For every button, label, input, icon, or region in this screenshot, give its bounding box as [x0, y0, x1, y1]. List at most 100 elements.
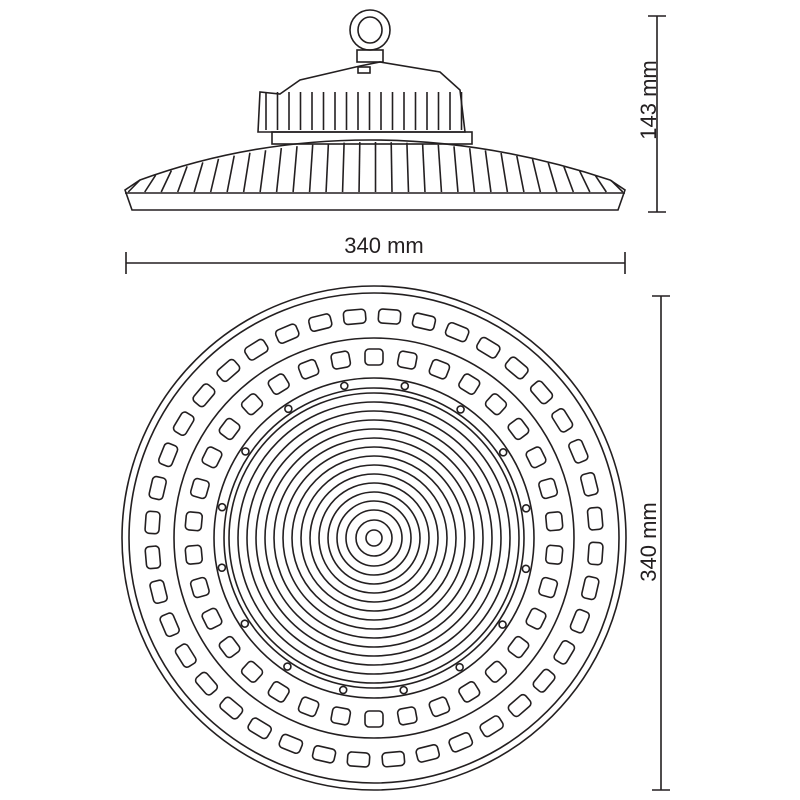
- cooling-slot: [544, 511, 564, 532]
- lens-ring-line: [291, 455, 457, 621]
- heatsink-fin: [594, 174, 607, 193]
- cooling-slot: [551, 408, 574, 433]
- eye-bolt-base: [356, 49, 384, 63]
- cooling-slot: [364, 348, 384, 366]
- cooling-slot: [458, 681, 481, 703]
- heatsink-fin: [226, 155, 235, 193]
- heatsink-fin: [531, 158, 542, 193]
- lens-ring-line: [345, 509, 403, 567]
- outer-rim-inner: [128, 292, 620, 784]
- housing-neck: [271, 131, 473, 145]
- cooling-slot: [184, 511, 204, 532]
- hanging-eye-inner: [357, 16, 383, 44]
- cooling-slot: [267, 681, 290, 703]
- fresnel-lens: [228, 392, 520, 684]
- cooling-slot: [192, 383, 216, 408]
- cooling-slot: [568, 438, 589, 464]
- diameter-label: 340 mm: [636, 502, 661, 581]
- outer-rim: [121, 285, 627, 791]
- diameter-dimension: [652, 295, 670, 791]
- cooling-slot: [184, 544, 204, 565]
- cooling-slot: [346, 751, 371, 768]
- screw: [521, 504, 531, 513]
- screw: [241, 447, 250, 456]
- cooling-slot: [415, 744, 441, 763]
- cooling-slot: [507, 693, 532, 718]
- cooling-slot: [544, 544, 564, 565]
- cooling-slot: [297, 696, 320, 718]
- cooling-slot: [458, 373, 481, 395]
- lens-ring: [213, 377, 535, 699]
- cooling-slot: [428, 696, 451, 718]
- cooling-slot: [525, 607, 547, 630]
- cooling-slot: [274, 323, 300, 344]
- lens-ring-line: [255, 419, 493, 657]
- heatsink-fin: [242, 152, 251, 193]
- cooling-slot: [396, 706, 418, 726]
- screw: [284, 404, 293, 414]
- cooling-slot: [569, 608, 591, 634]
- cooling-slot: [580, 471, 599, 497]
- heatsink-fin: [292, 146, 298, 193]
- lens-ring-line: [309, 473, 439, 603]
- screw: [399, 685, 408, 695]
- height-dimension: [648, 15, 666, 213]
- screw: [240, 619, 250, 628]
- cooling-slot: [507, 417, 530, 441]
- heatsink-fin: [144, 174, 157, 193]
- lens-ring-line: [300, 464, 448, 612]
- cooling-slot: [538, 477, 559, 500]
- screw: [340, 381, 349, 391]
- middle-ring: [173, 337, 575, 739]
- lens-ring-line: [327, 491, 421, 585]
- cooling-slot: [244, 338, 269, 361]
- screw: [456, 405, 465, 414]
- lens-ring-line: [273, 437, 475, 639]
- lens-ring-line: [336, 500, 412, 576]
- cooling-slot: [330, 350, 352, 370]
- heatsink-fin: [500, 152, 509, 193]
- width-label: 340 mm: [344, 233, 423, 258]
- screw: [521, 564, 531, 574]
- cooling-slot: [342, 308, 367, 326]
- heatsink-fin: [275, 147, 283, 193]
- cooling-slot: [479, 715, 504, 738]
- heatsink-fin: [563, 166, 575, 193]
- cooling-slot: [448, 732, 474, 753]
- cooling-slot: [194, 671, 219, 696]
- housing-fins: [265, 92, 463, 130]
- cooling-slot: [144, 545, 162, 570]
- heatsink-fin: [358, 142, 361, 193]
- screw: [400, 381, 410, 391]
- cooling-slot: [330, 706, 352, 726]
- side-view: [124, 9, 626, 211]
- driver-housing: [257, 61, 466, 133]
- cooling-slot: [297, 358, 320, 380]
- cooling-slot: [396, 350, 418, 370]
- lens-ring-line: [318, 482, 430, 594]
- cooling-slot: [216, 358, 241, 383]
- cooling-slot: [525, 446, 547, 469]
- cooling-slot: [149, 579, 168, 605]
- lens-ring-line: [228, 392, 520, 684]
- cooling-slot: [587, 541, 604, 566]
- heatsink-fin: [610, 179, 624, 193]
- heatsink-fin: [308, 144, 314, 193]
- cooling-slot: [174, 643, 197, 668]
- center-hole: [365, 529, 383, 547]
- cooling-slot: [581, 575, 600, 601]
- lens-ring-line: [264, 428, 484, 648]
- cooling-slot: [219, 696, 244, 720]
- cooling-slot: [444, 321, 470, 343]
- lens-screws: [217, 381, 531, 695]
- heatsink-fin: [421, 143, 426, 193]
- cooling-slot: [381, 750, 406, 768]
- cooling-slot: [218, 417, 241, 441]
- screw: [283, 662, 292, 671]
- screw: [338, 685, 348, 695]
- cooling-slot: [278, 733, 304, 755]
- cooling-slot: [307, 313, 333, 332]
- heatsink-fin: [325, 143, 330, 193]
- lens-ring-line: [246, 410, 502, 666]
